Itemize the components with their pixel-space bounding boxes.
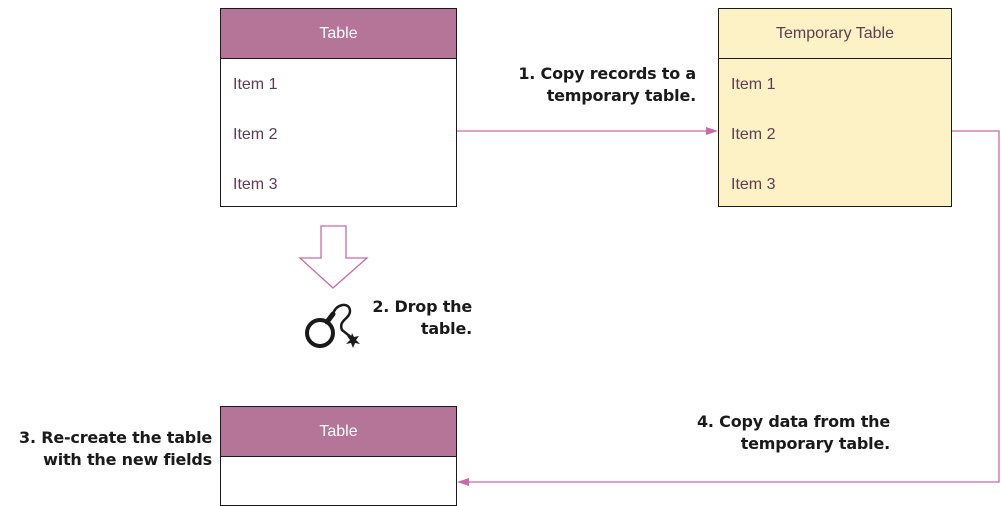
table-original-header: Table — [221, 9, 456, 59]
step-2-caption: 2. Drop the table. — [362, 296, 472, 340]
copy-back-arrowhead — [457, 478, 469, 486]
step-1-line-2: temporary table. — [546, 86, 697, 105]
copy-arrowhead — [706, 127, 718, 135]
table-original-row-1: Item 1 — [233, 76, 278, 93]
temporary-table-header: Temporary Table — [719, 9, 951, 59]
step-3-line-2: with the new fields — [43, 450, 212, 469]
step-4-line-2: temporary table. — [740, 434, 891, 453]
step-2-line-2: table. — [420, 319, 472, 338]
step-3-line-1: 3. Re-create the table — [19, 428, 212, 447]
table-recreated-header: Table — [221, 407, 456, 457]
step-2-line-1: 2. Drop the — [372, 297, 472, 316]
step-3-caption: 3. Re-create the table with the new fiel… — [2, 427, 212, 471]
table-original-row-2: Item 2 — [233, 126, 278, 143]
temporary-table-row-1: Item 1 — [731, 76, 776, 93]
step-4-caption: 4. Copy data from the temporary table. — [670, 411, 890, 455]
step-1-caption: 1. Copy records to a temporary table. — [486, 63, 696, 107]
temporary-table-row-3: Item 3 — [731, 176, 776, 193]
table-recreated: Table — [220, 406, 457, 506]
table-original-row-3: Item 3 — [233, 176, 278, 193]
temporary-table-row-2: Item 2 — [731, 126, 776, 143]
hollow-down-arrow-icon — [298, 225, 369, 289]
step-4-line-1: 4. Copy data from the — [696, 412, 890, 431]
table-original: Table Item 1 Item 2 Item 3 — [220, 8, 457, 207]
copy-back-connector — [468, 130, 1000, 483]
step-1-line-1: 1. Copy records to a — [518, 64, 696, 83]
temporary-table: Temporary Table Item 1 Item 2 Item 3 — [718, 8, 952, 207]
bomb-icon — [305, 303, 360, 348]
